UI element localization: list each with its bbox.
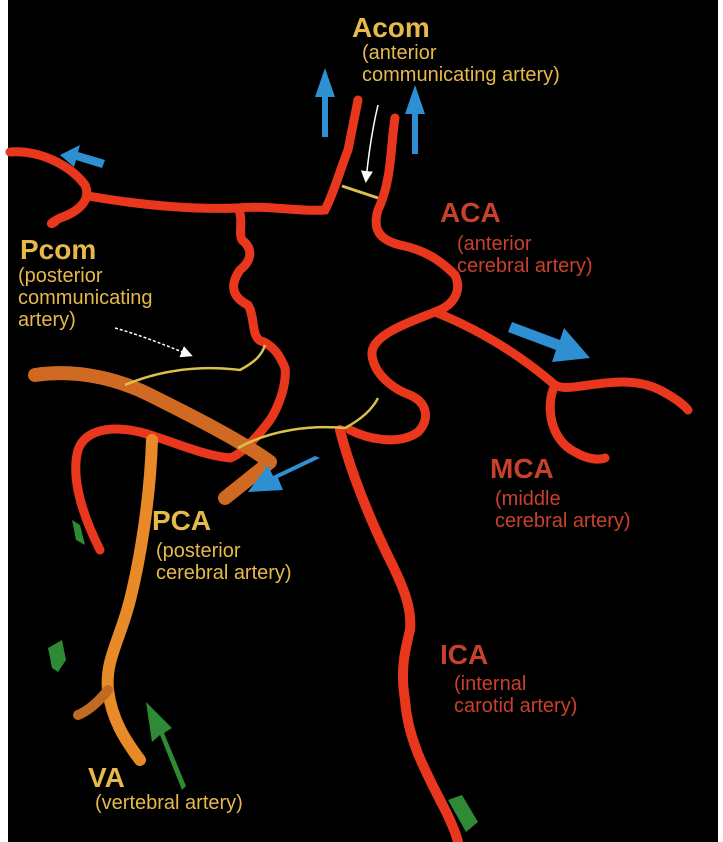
ica-description: (internal carotid artery)	[454, 673, 577, 717]
acom-pointer	[366, 105, 378, 180]
aca-description: (anterior cerebral artery)	[457, 233, 593, 277]
mca-description: (middle cerebral artery)	[495, 488, 631, 532]
flow-arrow-aca-right	[405, 85, 425, 154]
inflow-arrow-left	[48, 640, 66, 672]
ica-vessel	[340, 430, 458, 842]
inflow-arrow-va	[146, 702, 186, 790]
acom-description: (anterior communicating artery)	[362, 42, 560, 86]
mca-vessel	[435, 312, 688, 459]
pcom-pointer	[115, 328, 190, 355]
flow-arrow-aca-left	[315, 68, 335, 137]
pcom-label: Pcom	[20, 236, 96, 264]
vertebral-artery-branch	[78, 690, 108, 715]
pca-description: (posterior cerebral artery)	[156, 540, 292, 584]
pca-label: PCA	[152, 507, 211, 535]
vertebral-artery	[108, 440, 152, 760]
acom-label: Acom	[352, 14, 430, 42]
va-description: (vertebral artery)	[95, 792, 243, 814]
mca-label: MCA	[490, 455, 554, 483]
left-aca-upper	[238, 100, 358, 210]
right-aca-vessel	[350, 118, 458, 440]
pcom-vessel-left	[125, 345, 265, 385]
va-label: VA	[88, 764, 125, 792]
acom-vessel	[342, 186, 378, 198]
aca-label: ACA	[440, 199, 501, 227]
pcom-description: (posterior communicating artery)	[18, 265, 153, 331]
ica-label: ICA	[440, 641, 488, 669]
inflow-arrow-left-mid	[72, 520, 85, 545]
